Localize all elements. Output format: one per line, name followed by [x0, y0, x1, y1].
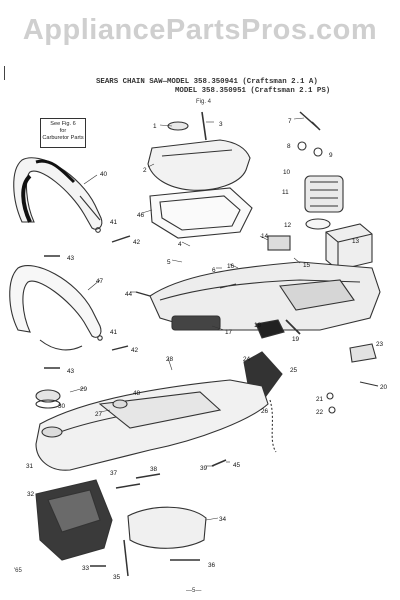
- part-callout-37: 37: [110, 470, 118, 477]
- trigger-lockout-19: [285, 319, 301, 335]
- part-callout-9: 9: [329, 152, 333, 159]
- part-callout-29: 29: [80, 386, 88, 393]
- gasket-12: [305, 218, 331, 230]
- see-figure-line-2: for: [59, 128, 67, 135]
- screw-20-21-22: [326, 381, 379, 414]
- oil-cap-48: [112, 399, 128, 409]
- bolt-37-38: [115, 473, 161, 489]
- part-callout-41: 41: [110, 329, 118, 336]
- screw-43: [44, 255, 60, 369]
- part-callout-39: 39: [200, 465, 208, 472]
- part-callout-34: 34: [219, 516, 227, 523]
- cover-34: [127, 506, 207, 549]
- part-callout-16: 16: [227, 263, 235, 270]
- part-callout-41: 41: [110, 219, 118, 226]
- screw-42: [111, 235, 131, 351]
- leader-lines: [69, 117, 305, 521]
- cylinder-11: [304, 175, 344, 213]
- part-callout-5: 5: [167, 259, 171, 266]
- part-callout-42: 42: [131, 347, 139, 354]
- part-callout-25: 25: [290, 367, 298, 374]
- fuel-cap-29: [35, 389, 61, 409]
- part-callout-13: 13: [352, 238, 360, 245]
- washer-8-9: [297, 141, 323, 157]
- part-callout-48: 48: [133, 390, 141, 397]
- wire-26: [269, 399, 277, 453]
- part-callout-24: 24: [243, 356, 251, 363]
- part-callout-28: 28: [166, 356, 174, 363]
- screw-45: [211, 459, 227, 467]
- part-callout-38: 38: [150, 466, 158, 473]
- muffler-13: [325, 223, 373, 271]
- part-callout-2: 2: [143, 167, 147, 174]
- main-housing-16: [149, 261, 381, 331]
- page-number: —5—: [186, 588, 202, 594]
- part-callout-42: 42: [133, 239, 141, 246]
- part-callout-18: 18: [254, 322, 262, 329]
- part-callout-45: 45: [233, 462, 241, 469]
- front-handle-40: [13, 157, 103, 233]
- trigger-18: [255, 319, 285, 339]
- corner-mark: '65: [14, 568, 22, 574]
- watermark: AppliancePartsPros.com: [22, 14, 378, 46]
- part-callout-1: 1: [153, 123, 157, 130]
- see-figure-note: See Fig. 6 for Carburetor Parts: [40, 118, 86, 148]
- part-callout-15: 15: [303, 262, 311, 269]
- gasket-46: [149, 187, 253, 239]
- screw-44: [135, 291, 151, 297]
- part-callout-40: 40: [100, 171, 108, 178]
- part-callout-14: 14: [261, 233, 269, 240]
- bracket-14: [267, 235, 291, 251]
- part-callout-19: 19: [292, 336, 300, 343]
- part-callout-23: 23: [376, 341, 384, 348]
- part-callout-20: 20: [380, 384, 388, 391]
- part-callout-3: 3: [219, 121, 223, 128]
- header-line-2: MODEL 358.350951 (Craftsman 2.1 PS): [175, 87, 331, 95]
- screw-35: [123, 539, 129, 577]
- part-callout-35: 35: [113, 574, 121, 581]
- part-callout-43: 43: [67, 368, 75, 375]
- part-callout-27: 27: [95, 411, 103, 418]
- margin-tick: [4, 66, 5, 80]
- part-callout-8: 8: [287, 143, 291, 150]
- air-filter-17: [171, 315, 221, 331]
- part-callout-26: 26: [261, 408, 269, 415]
- part-callout-11: 11: [282, 189, 289, 196]
- part-callout-47: 47: [96, 278, 104, 285]
- part-callout-10: 10: [283, 169, 291, 176]
- part-callout-36: 36: [208, 562, 216, 569]
- part-callout-12: 12: [284, 222, 292, 229]
- chassis-39: [35, 379, 269, 471]
- see-figure-line-1: See Fig. 6: [50, 121, 76, 127]
- part-callout-31: 31: [26, 463, 34, 470]
- part-callout-43: 43: [67, 255, 75, 262]
- see-figure-line-3: Carburetor Parts: [42, 135, 84, 142]
- part-callout-32: 32: [27, 491, 35, 498]
- part-callout-6: 6: [212, 267, 216, 274]
- top-cover-2: [147, 111, 251, 191]
- part-callout-21: 21: [316, 396, 324, 403]
- figure-number: Fig. 4: [196, 99, 212, 105]
- spark-plug-7: [299, 111, 321, 131]
- part-callout-30: 30: [58, 403, 66, 410]
- diagram-header: SEARS CHAIN SAW—MODEL 358.350941 (Crafts…: [96, 78, 396, 96]
- front-handle-47: [9, 265, 103, 351]
- part-callout-22: 22: [316, 409, 324, 416]
- header-line-1: SEARS CHAIN SAW—MODEL 358.350941 (Crafts…: [96, 78, 318, 86]
- part-callout-7: 7: [288, 118, 292, 125]
- oil-tank-32: [35, 479, 113, 561]
- part-callout-46: 46: [137, 212, 145, 219]
- part-callout-44: 44: [125, 291, 133, 298]
- part-callout-17: 17: [225, 329, 233, 336]
- part-callout-33: 33: [82, 565, 90, 572]
- part-callout-4: 4: [178, 241, 182, 248]
- grommet-23: [349, 343, 377, 363]
